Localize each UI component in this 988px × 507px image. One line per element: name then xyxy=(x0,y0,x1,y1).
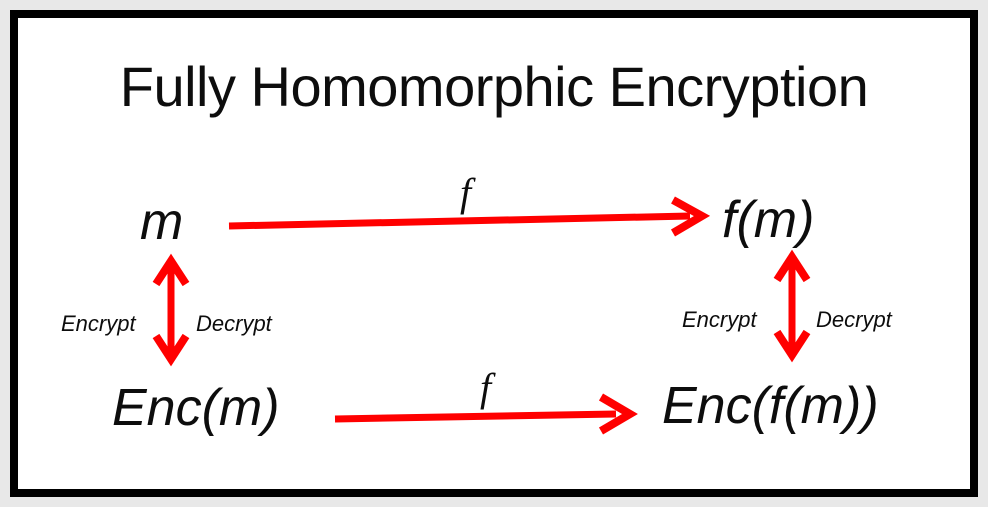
label-right-decrypt: Decrypt xyxy=(816,307,892,332)
node-plaintext-output: f(m) xyxy=(722,191,815,249)
label-left-encrypt: Encrypt xyxy=(61,311,136,336)
diagram-canvas: Fully Homomorphic Encryption m f(m) Enc(… xyxy=(18,18,970,489)
arrow-left-vertical-double xyxy=(152,253,190,367)
arrow-right-vertical-double xyxy=(773,249,811,363)
label-left-decrypt: Decrypt xyxy=(196,311,272,336)
node-ciphertext-output: Enc(f(m)) xyxy=(662,377,879,435)
node-plaintext-input: m xyxy=(140,193,184,251)
function-label-bottom: f xyxy=(480,365,492,410)
slide-frame: Fully Homomorphic Encryption m f(m) Enc(… xyxy=(10,10,978,497)
node-ciphertext-input: Enc(m) xyxy=(112,379,280,437)
label-right-encrypt: Encrypt xyxy=(682,307,757,332)
page-title: Fully Homomorphic Encryption xyxy=(119,55,869,118)
function-label-top: f xyxy=(460,170,472,215)
